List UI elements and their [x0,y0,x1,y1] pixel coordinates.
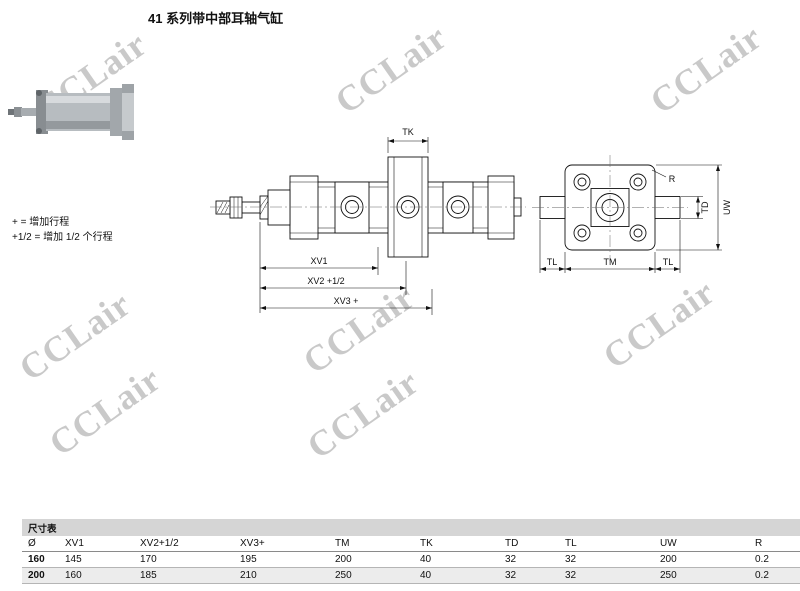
label-uw: UW [722,200,732,215]
front-view-dimensions [539,164,722,273]
label-xv3: XV3 + [334,296,359,306]
cell-bore: 160 [28,554,45,565]
cell-xv3: 210 [240,570,257,581]
cell-xv2: 185 [140,570,157,581]
label-tl-left: TL [547,257,558,267]
watermark: CCLair [41,358,169,464]
front-view [532,155,688,261]
side-view [210,156,526,258]
cell-bore: 200 [28,570,45,581]
label-xv1: XV1 [310,256,327,266]
cylinder-photo-shapes [8,84,134,140]
cell-tl: 32 [565,554,577,565]
cell-xv2: 170 [140,554,157,565]
side-view-dimensions [259,137,433,315]
watermark: CCLair [327,16,455,122]
cell-tk: 40 [420,570,432,581]
table-row-200: 200 160 185 210 250 40 32 32 250 0.2 [22,567,800,584]
table-header-row: Ø XV1 XV2+1/2 XV3+ TM TK TD TL UW R [22,536,800,552]
table-row-160: 160 145 170 195 200 40 32 32 200 0.2 [22,552,800,568]
note-plus-stroke: + = 增加行程 [12,217,70,228]
cell-tk: 40 [420,554,432,565]
label-tl-right: TL [663,257,674,267]
col-header-r: R [755,538,763,549]
col-header-tm: TM [335,538,350,549]
cell-uw: 200 [660,554,677,565]
cell-td: 32 [505,570,517,581]
col-header-uw: UW [660,538,677,549]
label-td: TD [700,201,710,213]
cell-r: 0.2 [755,570,769,581]
cell-tm: 200 [335,554,352,565]
cell-xv3: 195 [240,554,257,565]
cell-xv1: 145 [65,554,82,565]
cell-r: 0.2 [755,554,769,565]
page-title: 41 系列带中部耳轴气缸 [148,11,284,26]
label-xv2: XV2 +1/2 [307,276,344,286]
cell-td: 32 [505,554,517,565]
col-header-xv1: XV1 [65,538,84,549]
cell-tm: 250 [335,570,352,581]
cell-xv1: 160 [65,570,82,581]
dimension-table: 尺寸表 Ø XV1 XV2+1/2 XV3+ TM TK TD TL UW [22,519,800,584]
product-photo [8,84,134,140]
cell-tl: 32 [565,570,577,581]
label-r: R [669,174,676,184]
col-header-tl: TL [565,538,577,549]
watermark: CCLair [299,361,427,467]
dimension-labels: TK XV1 XV2 +1/2 XV3 + R TD UW TL TM TL [307,127,732,306]
col-header-bore: Ø [28,538,36,549]
stroke-notes: + = 增加行程 +1/2 = 增加 1/2 个行程 [12,215,113,245]
col-header-xv2: XV2+1/2 [140,538,179,549]
label-tk: TK [402,127,414,137]
table-title: 尺寸表 [22,519,800,536]
label-tm: TM [604,257,617,267]
technical-drawing: TK XV1 XV2 +1/2 XV3 + R TD UW TL TM TL [210,127,732,315]
watermark: CCLair [11,283,139,389]
cell-uw: 250 [660,570,677,581]
col-header-td: TD [505,538,519,549]
col-header-xv3: XV3+ [240,538,265,549]
note-half-stroke: +1/2 = 增加 1/2 个行程 [12,232,113,243]
col-header-tk: TK [420,538,433,549]
watermark: CCLair [642,16,770,122]
